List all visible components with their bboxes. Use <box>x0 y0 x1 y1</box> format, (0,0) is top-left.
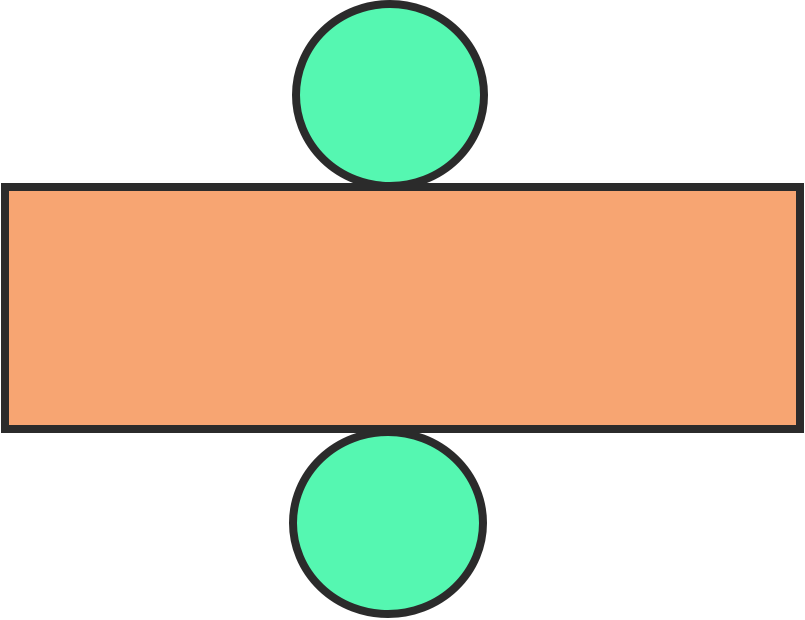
top-circle <box>292 0 488 190</box>
lateral-rectangle <box>1 183 804 433</box>
bottom-circle <box>289 428 487 618</box>
